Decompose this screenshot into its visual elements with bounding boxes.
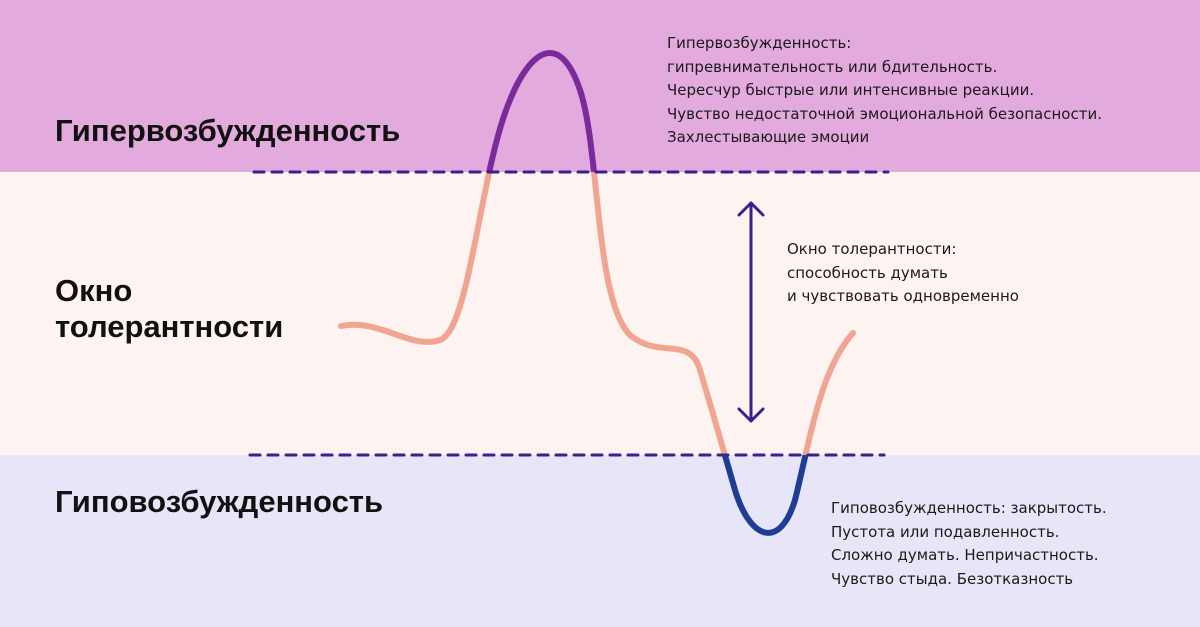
tolerance-window-description: Окно толерантности: способность думать и… — [787, 238, 1019, 309]
tolerance-window-label: Окно толерантности — [55, 273, 283, 345]
description-line: Чувство недостаточной эмоциональной безо… — [667, 104, 1102, 123]
description-line: Гипервозбужденность: — [667, 34, 852, 52]
description-line: Захлестывающие эмоции — [667, 128, 870, 146]
double-arrow-icon — [737, 201, 765, 423]
description-line: Чувство стыда. Безотказность — [831, 569, 1074, 588]
tolerance-window-label-line2: толерантности — [55, 309, 284, 344]
arousal-curve-window-segment — [338, 172, 856, 455]
arousal-curve-hypoarousal-segment — [721, 455, 809, 536]
hypoarousal-zone — [0, 455, 1200, 627]
description-line: Окно толерантности: — [787, 240, 957, 258]
hypoarousal-description: Гиповозбужденность: закрытость. Пустота … — [831, 497, 1107, 591]
description-line: Гиповозбужденность: закрытость. — [831, 499, 1107, 517]
description-line: Пустота или подавленность. — [831, 522, 1060, 541]
description-line: и чувствовать одновременно — [787, 287, 1019, 305]
description-line: Чересчур быстрые или интенсивные реакции… — [667, 81, 1035, 99]
description-line: Сложно думать. Непричастность. — [831, 546, 1099, 564]
tolerance-window-label-line1: Окно — [55, 273, 133, 308]
description-line: способность думать — [787, 263, 948, 282]
hyperarousal-zone — [0, 0, 1200, 172]
hyperarousal-description: Гипервозбужденность: гипревнимательность… — [667, 32, 1102, 150]
hyperarousal-label: Гипервозбужденность — [55, 113, 401, 148]
hypoarousal-label: Гиповозбужденность — [55, 484, 384, 519]
description-line: гипревнимательность или бдительность. — [667, 57, 998, 76]
